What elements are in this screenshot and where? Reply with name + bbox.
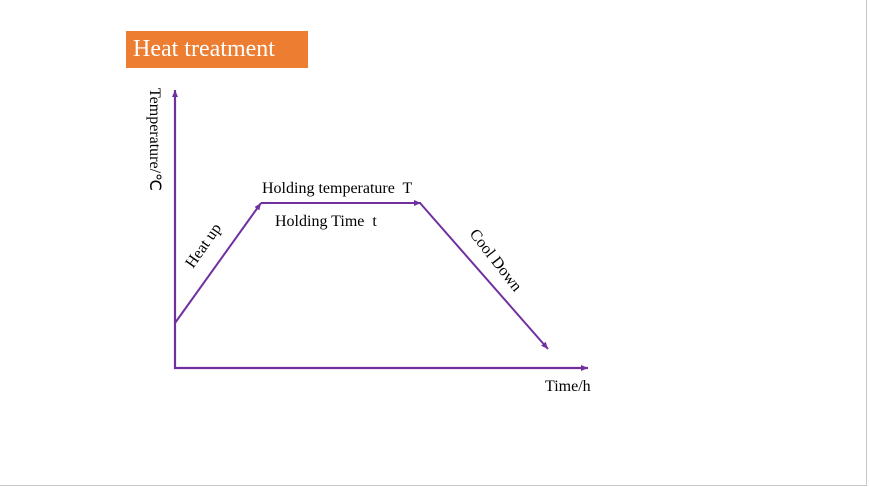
holding-time-label: Holding Time t xyxy=(275,213,377,230)
cool-down-label: Cool Down xyxy=(466,226,525,295)
slide-title: Heat treatment xyxy=(126,31,308,68)
x-axis-label: Time/h xyxy=(545,378,591,395)
y-axis-label: Temperature/℃ xyxy=(146,88,163,191)
heat-up-line xyxy=(174,202,262,324)
cool-down-line xyxy=(419,202,549,350)
holding-temperature-label: Holding temperature T xyxy=(262,180,413,197)
